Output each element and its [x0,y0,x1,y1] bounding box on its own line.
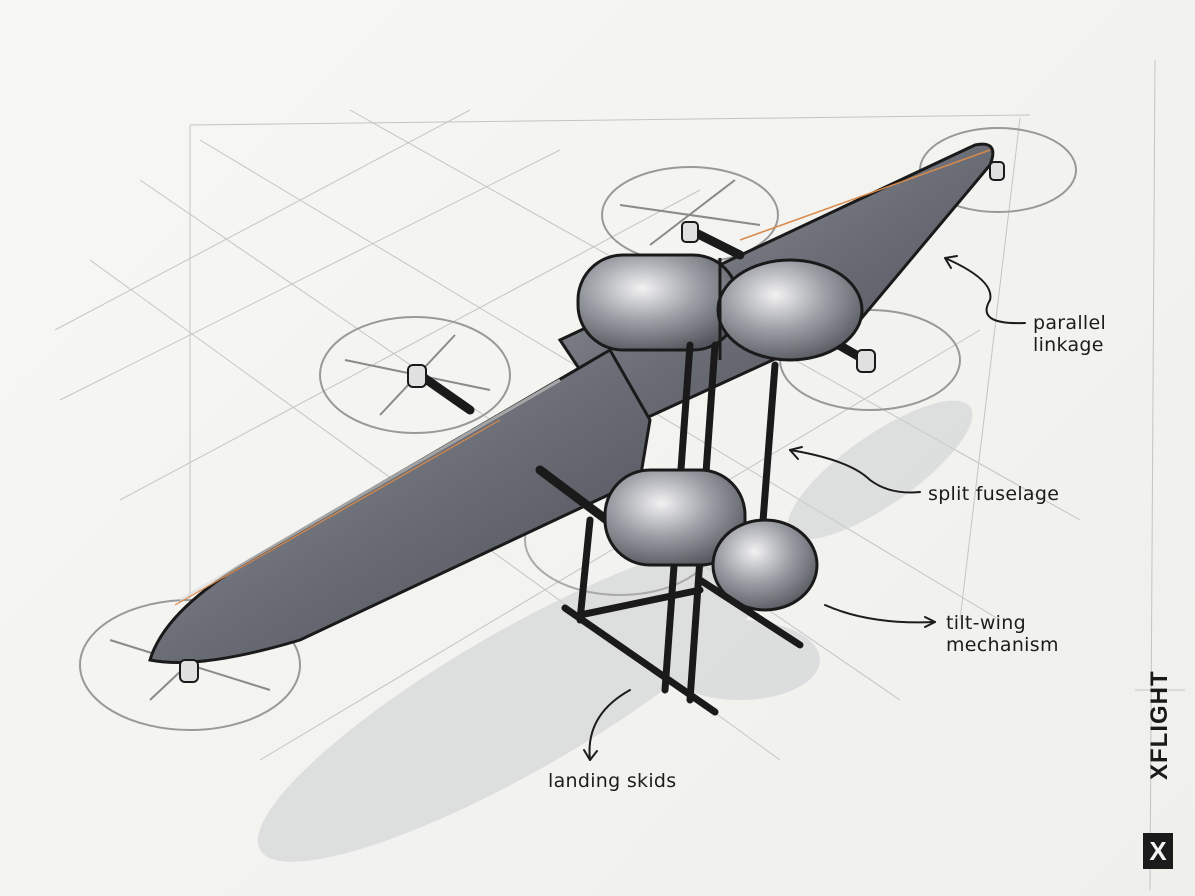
landing-skids [561,576,804,716]
brand-logo-icon: X [1143,833,1173,869]
annotation-parallel-linkage: parallel linkage [1033,312,1106,356]
annotation-line: linkage [1033,334,1104,356]
annotation-line: parallel [1033,312,1107,334]
lower-fuselage [603,468,819,612]
annotation-split-fuselage: split fuselage [928,483,1059,505]
annotation-line: mechanism [946,634,1059,656]
brand-name: XFLIGHT [1146,670,1173,780]
logo-glyph: X [1149,835,1167,866]
annotation-arrows [583,255,1026,761]
annotation-tilt-wing-mechanism: tilt-wing mechanism [946,612,1059,656]
annotation-line: split fuselage [928,483,1060,505]
ground-shadows [257,400,973,862]
annotation-line: landing skids [548,770,677,792]
annotation-landing-skids: landing skids [548,770,677,792]
upper-fuselage [576,253,864,362]
annotation-line: tilt-wing [946,612,1026,634]
